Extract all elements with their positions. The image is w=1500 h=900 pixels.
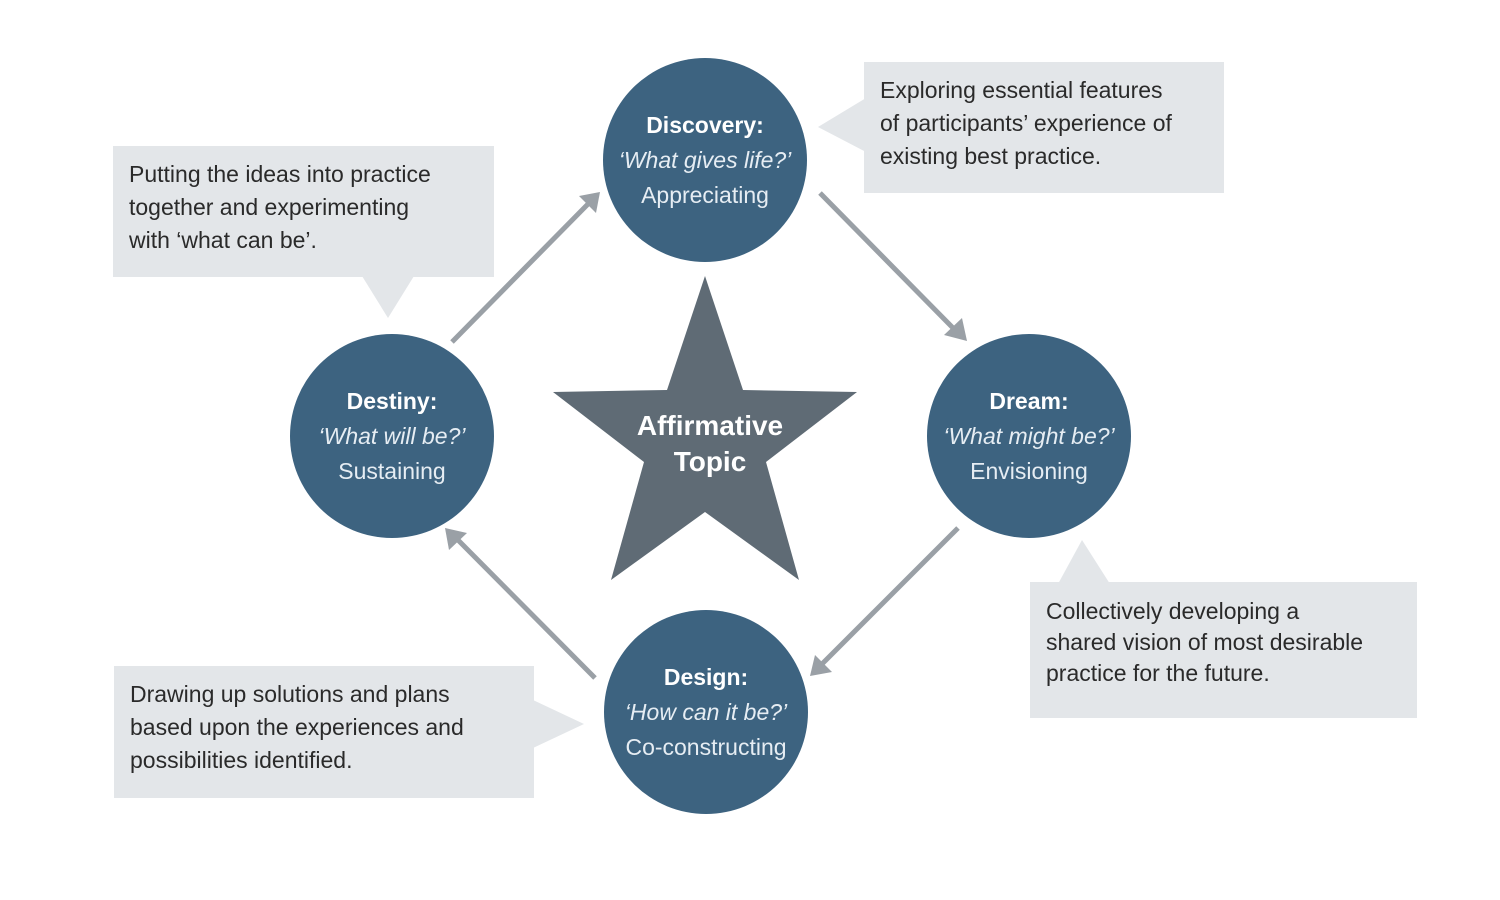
callout-dream-text: Collectively developing a shared vision … (1046, 598, 1364, 686)
arrowhead-dream (944, 318, 967, 341)
stage-destiny-name: Destiny: (346, 387, 438, 414)
stage-dream-name: Dream: (989, 387, 1069, 414)
stage-destiny: Destiny: ‘What will be?’ Sustaining (290, 334, 494, 538)
stage-discovery-question: ‘What gives life?’ (618, 146, 792, 173)
stage-design: Design: ‘How can it be?’ Co-constructing (604, 610, 808, 814)
arrowhead-design (810, 655, 832, 676)
stage-design-name: Design: (663, 663, 749, 690)
affirmative-topic-star (553, 276, 857, 580)
center-line-1: Affirmative (636, 410, 784, 441)
stage-destiny-question: ‘What will be?’ (318, 422, 466, 449)
center-line-2: Topic (673, 446, 747, 477)
callout-discovery: Exploring essential features of particip… (864, 62, 1224, 193)
stage-dream-verb: Envisioning (970, 457, 1088, 484)
arrow-dream-to-design (818, 526, 960, 668)
stage-discovery-name: Discovery: (646, 111, 764, 138)
arrow-destiny-to-discovery (450, 200, 592, 344)
stage-discovery: Discovery: ‘What gives life?’ Appreciati… (603, 58, 807, 262)
callout-pointer-dream (1058, 540, 1110, 584)
stage-dream-question: ‘What might be?’ (943, 422, 1115, 449)
stage-destiny-verb: Sustaining (338, 457, 446, 484)
callout-destiny-text: Putting the ideas into practice together… (129, 161, 431, 253)
callout-destiny: Putting the ideas into practice together… (113, 146, 494, 277)
callout-pointer-design (533, 700, 584, 748)
callout-design: Drawing up solutions and plans based upo… (114, 666, 534, 798)
affirmative-topic-label: Affirmative Topic (605, 408, 815, 480)
stage-design-question: ‘How can it be?’ (624, 698, 788, 725)
arrowhead-destiny (445, 528, 467, 550)
callout-dream: Collectively developing a shared vision … (1030, 582, 1417, 718)
callout-pointer-discovery (818, 98, 866, 152)
stage-dream: Dream: ‘What might be?’ Envisioning (927, 334, 1131, 538)
arrow-design-to-destiny (454, 536, 597, 680)
arrowhead-discovery (579, 192, 600, 213)
stage-design-verb: Co-constructing (625, 733, 787, 760)
callout-design-text: Drawing up solutions and plans based upo… (130, 681, 464, 773)
callout-pointer-destiny (362, 276, 414, 318)
arrow-discovery-to-dream (818, 191, 957, 332)
stage-discovery-verb: Appreciating (641, 181, 769, 208)
callout-discovery-text: Exploring essential features of particip… (880, 77, 1172, 169)
